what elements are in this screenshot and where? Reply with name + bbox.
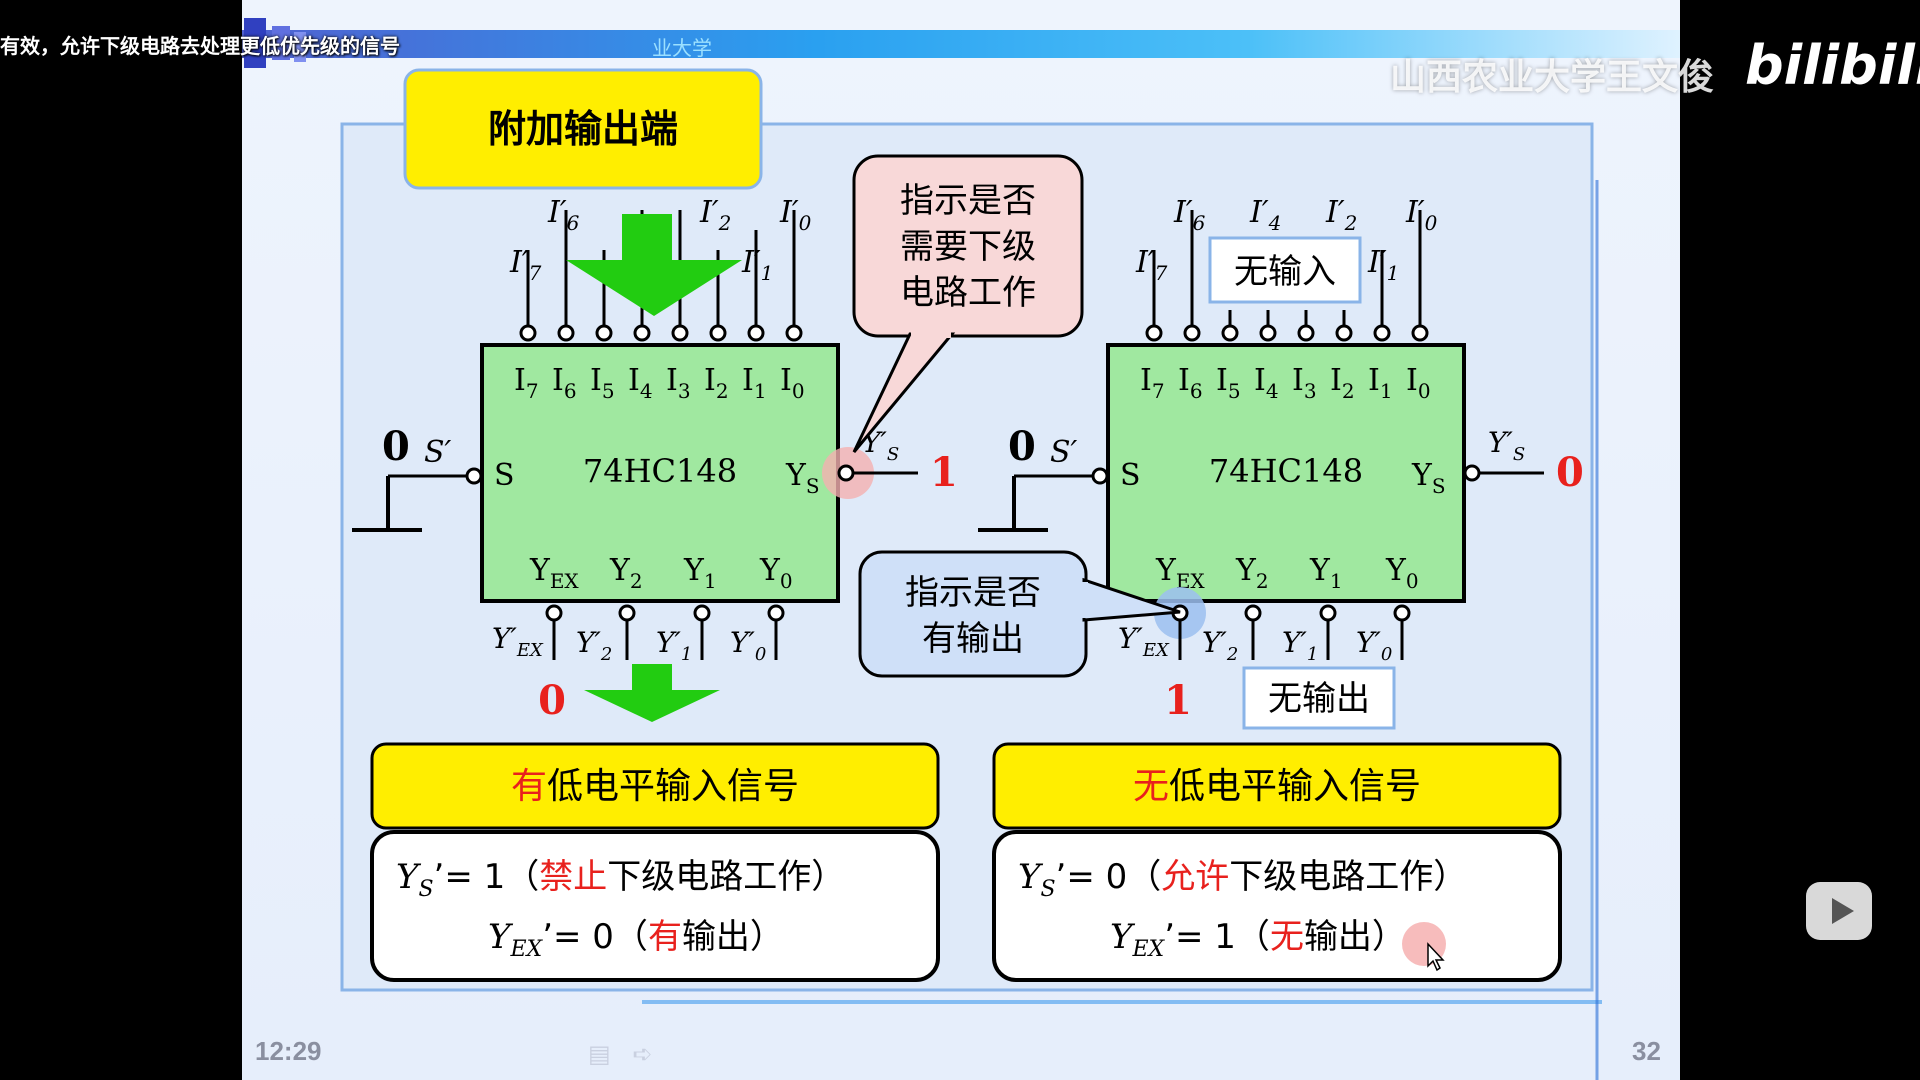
right-chip-name: 74HC148 bbox=[1209, 452, 1363, 490]
bilibili-logo: bilibili bbox=[1745, 34, 1920, 97]
subtitle-text: 有效，允许下级电路去处理更低优先级的信号 bbox=[0, 34, 400, 58]
callout-ys: 指示是否 需要下级 电路工作 bbox=[852, 154, 1084, 453]
left-ys-value: 1 bbox=[930, 449, 958, 496]
page-number: 32 bbox=[1632, 1036, 1661, 1066]
svg-text:有输出: 有输出 bbox=[922, 619, 1024, 659]
input-arrow bbox=[566, 214, 742, 316]
mouse-cursor-icon bbox=[1427, 942, 1445, 972]
right-yex-value: 1 bbox=[1164, 677, 1192, 724]
svg-text:I7: I7 bbox=[514, 363, 539, 403]
left-s-pin-label: S bbox=[494, 458, 515, 493]
svg-text:I′2: I′2 bbox=[699, 195, 731, 235]
left-s-value: 0 bbox=[382, 423, 410, 470]
school-name-fragment: 业大学 bbox=[652, 36, 712, 60]
svg-text:YEX’= 0（有输出）: YEX’= 0（有输出） bbox=[488, 917, 784, 962]
svg-text:S′: S′ bbox=[1050, 435, 1078, 470]
svg-text:I′1: I′1 bbox=[1367, 245, 1399, 285]
svg-text:YS’= 0（允许下级电路工作）: YS’= 0（允许下级电路工作） bbox=[1018, 857, 1467, 902]
slide-title: 附加输出端 bbox=[488, 107, 678, 151]
right-ys-value: 0 bbox=[1556, 449, 1584, 496]
svg-text:Y′1: Y′1 bbox=[1282, 626, 1318, 665]
svg-text:指示是否: 指示是否 bbox=[900, 181, 1036, 221]
left-yex-value: 0 bbox=[538, 677, 566, 724]
left-chip-name: 74HC148 bbox=[583, 452, 737, 490]
svg-text:YEX: YEX bbox=[529, 553, 579, 593]
left-panel: 有低电平输入信号 YS’= 1（禁止下级电路工作） YEX’= 0（有输出） bbox=[370, 742, 940, 982]
svg-text:有低电平输入信号: 有低电平输入信号 bbox=[511, 766, 799, 807]
play-button[interactable] bbox=[1806, 882, 1872, 940]
no-input-label: 无输入 bbox=[1234, 252, 1336, 292]
svg-text:S′: S′ bbox=[424, 435, 452, 470]
title-box bbox=[403, 68, 763, 190]
callout-yex: 指示是否 有输出 bbox=[858, 550, 1181, 678]
watermark-text: 山西农业大学王文俊 bbox=[1390, 57, 1715, 98]
menu-icon[interactable]: ▤ bbox=[588, 1040, 611, 1068]
no-output-label: 无输出 bbox=[1268, 679, 1370, 719]
svg-text:电路工作: 电路工作 bbox=[900, 273, 1036, 313]
svg-text:Y′2: Y′2 bbox=[576, 626, 612, 665]
svg-text:Y′EX: Y′EX bbox=[1118, 622, 1170, 661]
svg-text:I′7: I′7 bbox=[509, 245, 542, 285]
playback-timestamp: 12:29 bbox=[255, 1036, 322, 1066]
svg-text:需要下级: 需要下级 bbox=[900, 227, 1036, 267]
slide-header-bar bbox=[242, 30, 1680, 58]
next-slide-icon[interactable]: ➪ bbox=[632, 1040, 653, 1068]
svg-text:无低电平输入信号: 无低电平输入信号 bbox=[1133, 766, 1421, 807]
right-panel: 无低电平输入信号 YS’= 0（允许下级电路工作） YEX’= 1（无输出） bbox=[992, 742, 1562, 982]
header-decoration bbox=[242, 18, 312, 70]
slide-nav[interactable]: ▤ ➪ bbox=[588, 1040, 652, 1068]
left-encoder: I′7 I′6 I′2 I′0 I′1 I7 I6 I5 I4 I3 I2 I1… bbox=[352, 195, 958, 724]
encoder-diagram: 附加输出端 I′7 I′6 I′2 I′0 I′1 bbox=[340, 68, 1602, 1080]
right-encoder: I′7 I′6 I′4 I′2 I′0 I′1 无输入 I7 I6 I5 I4 … bbox=[978, 195, 1584, 730]
output-arrow bbox=[584, 664, 720, 722]
right-s-value: 0 bbox=[1008, 423, 1036, 470]
svg-text:I7: I7 bbox=[1140, 363, 1165, 403]
svg-text:I′6: I′6 bbox=[547, 195, 580, 235]
slide: 业大学 附加输出端 I′7 I′6 I′ bbox=[242, 0, 1680, 1080]
svg-text:YEX’= 1（无输出）: YEX’= 1（无输出） bbox=[1110, 917, 1406, 962]
svg-text:指示是否: 指示是否 bbox=[905, 573, 1041, 613]
svg-text:YS’= 1（禁止下级电路工作）: YS’= 1（禁止下级电路工作） bbox=[396, 857, 845, 902]
svg-text:Y′1: Y′1 bbox=[656, 626, 692, 665]
svg-text:I′0: I′0 bbox=[1405, 195, 1438, 235]
right-s-pin-label: S bbox=[1120, 458, 1141, 493]
